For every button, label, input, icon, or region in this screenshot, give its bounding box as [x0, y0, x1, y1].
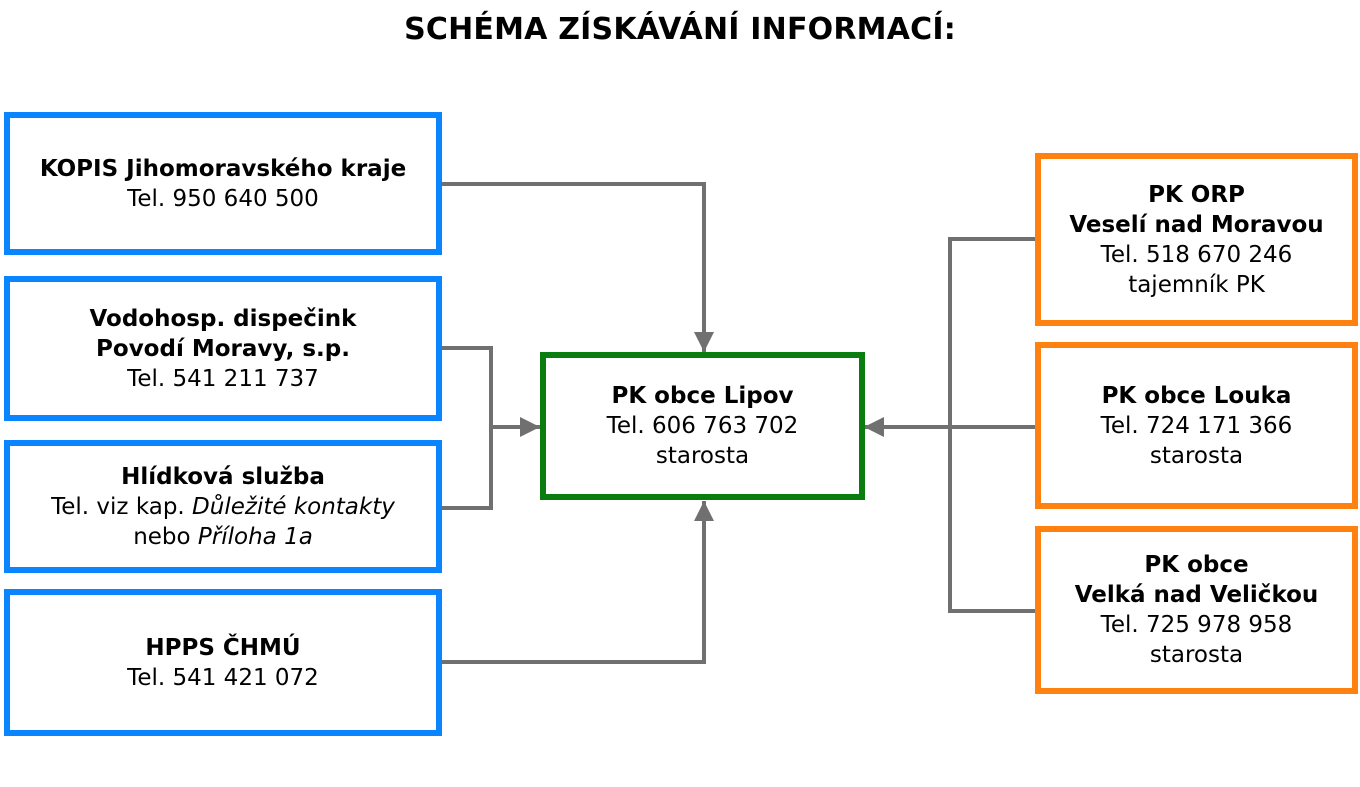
box-orp-name-line2: Veselí nad Moravou [1069, 211, 1324, 238]
box-kopis-phone: Tel. 950 640 500 [127, 185, 319, 212]
box-hpps-name: HPPS ČHMÚ [145, 634, 301, 661]
box-orp-veseli: PK ORP Veselí nad Moravou Tel. 518 670 2… [1035, 153, 1358, 326]
box-vodohosp-name-line1: Vodohosp. dispečink [89, 305, 357, 332]
box-velka: PK obce Velká nad Veličkou Tel. 725 978 … [1035, 526, 1358, 694]
connector-kopis [439, 182, 714, 352]
box-louka-phone: Tel. 724 171 366 [1100, 412, 1293, 439]
box-center-lipov: PK obce Lipov Tel. 606 763 702 starosta [540, 352, 865, 500]
box-velka-role: starosta [1149, 642, 1244, 668]
box-louka-role: starosta [1149, 442, 1244, 469]
box-hlidkova-or: nebo [133, 523, 191, 550]
connector-vodohosp [439, 346, 493, 510]
box-hlidkova-appendix-line: nebo Příloha 1a [133, 522, 313, 552]
box-orp-name-line1: PK ORP [1148, 181, 1245, 208]
box-hlidkova: Hlídková služba Tel. viz kap. Důležité k… [4, 440, 442, 573]
box-kopis: KOPIS Jihomoravského kraje Tel. 950 640 … [4, 112, 442, 255]
box-orp-phone: Tel. 518 670 246 [1100, 241, 1293, 268]
box-hlidkova-appendix: Příloha 1a [197, 523, 313, 550]
diagram-title: SCHÉMA ZÍSKÁVÁNÍ INFORMACÍ: [404, 12, 956, 47]
box-vodohosp-phone: Tel. 541 211 737 [127, 365, 319, 392]
box-louka-name: PK obce Louka [1101, 382, 1292, 409]
box-vodohosp: Vodohosp. dispečink Povodí Moravy, s.p. … [4, 276, 442, 421]
connector-hpps [439, 501, 714, 664]
box-louka: PK obce Louka Tel. 724 171 366 starosta [1035, 342, 1358, 509]
box-hlidkova-phone-prefix: Tel. viz kap. [51, 493, 185, 520]
box-orp-role: tajemník PK [1128, 271, 1265, 298]
box-center-phone: Tel. 606 763 702 [606, 413, 799, 439]
box-velka-name-line2: Velká nad Veličkou [1074, 582, 1319, 608]
box-vodohosp-name-line2: Povodí Moravy, s.p. [96, 335, 350, 362]
box-kopis-name: KOPIS Jihomoravského kraje [39, 155, 407, 182]
box-hlidkova-name: Hlídková služba [121, 463, 325, 490]
box-hlidkova-phone-line: Tel. viz kap. Důležité kontakty [51, 492, 395, 522]
box-hpps-phone: Tel. 541 421 072 [127, 664, 319, 691]
box-velka-name-line1: PK obce [1144, 552, 1249, 578]
box-hpps: HPPS ČHMÚ Tel. 541 421 072 [4, 589, 442, 736]
box-center-role: starosta [655, 443, 750, 469]
box-velka-phone: Tel. 725 978 958 [1100, 612, 1293, 638]
box-hlidkova-phone-ref: Důležité kontakty [192, 493, 395, 520]
box-center-name: PK obce Lipov [611, 383, 794, 409]
